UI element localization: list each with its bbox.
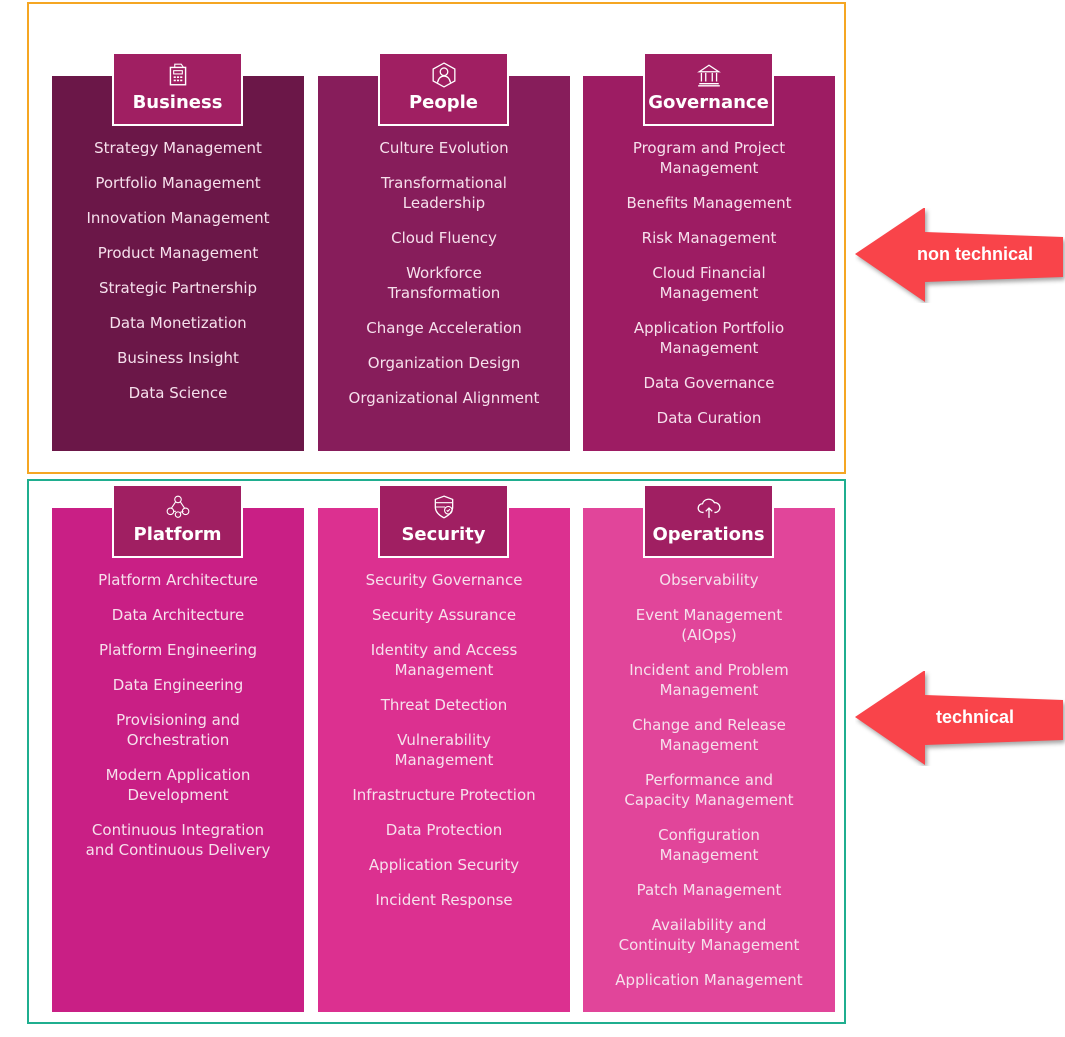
column-title: Security [401, 524, 486, 545]
bank-building-icon [645, 54, 772, 88]
capability-item: Performance and Capacity Management [624, 771, 794, 809]
capability-item: Strategy Management [94, 139, 262, 157]
network-nodes-icon [114, 486, 241, 520]
capability-item: Change Acceleration [366, 319, 522, 337]
capability-item: Benefits Management [626, 194, 792, 212]
capability-item: Platform Architecture [98, 571, 258, 589]
column-title: Business [132, 92, 223, 113]
calculator-icon [114, 54, 241, 88]
capability-item: Identity and Access Management [370, 641, 518, 679]
capability-item: Event Management (AIOps) [635, 606, 783, 644]
cloud-upload-icon [645, 486, 772, 520]
technical-group [27, 479, 846, 1024]
column-header: Business [112, 54, 243, 126]
shield-check-icon [380, 486, 507, 520]
capability-item: Program and Project Management [632, 139, 786, 177]
capability-item: Platform Engineering [98, 641, 258, 659]
capability-item: Workforce Transformation [387, 264, 501, 302]
non-technical-arrow: non technical [855, 207, 1065, 303]
column-title: Platform [133, 524, 222, 545]
capability-item: Continuous Integration and Continuous De… [85, 821, 271, 859]
capability-item: Data Governance [643, 374, 775, 392]
capability-item: Organizational Alignment [348, 389, 540, 407]
column-title: Operations [652, 524, 765, 545]
capability-item: Culture Evolution [379, 139, 509, 157]
arrow-label: non technical [916, 244, 1033, 264]
capability-item: Patch Management [636, 881, 782, 899]
capability-item: Strategic Partnership [98, 279, 258, 297]
capability-item: Vulnerability Management [394, 731, 494, 769]
column-header: Security [378, 486, 509, 558]
column-header: Operations [643, 486, 774, 558]
column-header: Platform [112, 486, 243, 558]
capability-item: Data Monetization [109, 314, 247, 332]
capability-item: Availability and Continuity Management [618, 916, 800, 954]
capability-item: Portfolio Management [95, 174, 261, 192]
capability-item: Incident Response [375, 891, 513, 909]
capability-item: Observability [659, 571, 759, 589]
capability-item: Security Assurance [371, 606, 517, 624]
capability-item: Incident and Problem Management [629, 661, 789, 699]
capability-item: Product Management [97, 244, 259, 262]
person-hexagon-icon [380, 54, 507, 88]
column-header: People [378, 54, 509, 126]
capability-item: Innovation Management [86, 209, 270, 227]
capability-item: Threat Detection [380, 696, 508, 714]
capability-item: Modern Application Development [105, 766, 251, 804]
capability-item: Organization Design [367, 354, 521, 372]
capability-item: Transformational Leadership [381, 174, 507, 212]
capability-item: Provisioning and Orchestration [116, 711, 240, 749]
capability-item: Data Curation [656, 409, 762, 427]
capability-item: Security Governance [365, 571, 523, 589]
column-header: Governance [643, 54, 774, 126]
capability-item: Application Portfolio Management [633, 319, 785, 357]
capability-item: Configuration Management [658, 826, 760, 864]
capability-item: Business Insight [117, 349, 239, 367]
capability-item: Risk Management [641, 229, 777, 247]
capability-item: Data Engineering [112, 676, 244, 694]
capability-item: Data Architecture [111, 606, 245, 624]
column-title: People [408, 92, 479, 113]
capability-item: Cloud Fluency [391, 229, 497, 247]
capability-item: Data Science [128, 384, 228, 402]
capability-item: Change and Release Management [632, 716, 786, 754]
capability-item: Application Management [615, 971, 803, 989]
capability-item: Application Security [368, 856, 520, 874]
arrow-label: technical [935, 707, 1015, 727]
column-title: Governance [648, 92, 769, 113]
capability-item: Cloud Financial Management [652, 264, 766, 302]
capability-item: Data Protection [385, 821, 503, 839]
capability-item: Infrastructure Protection [352, 786, 536, 804]
non-technical-group [27, 2, 846, 474]
technical-arrow: technical [855, 670, 1065, 766]
